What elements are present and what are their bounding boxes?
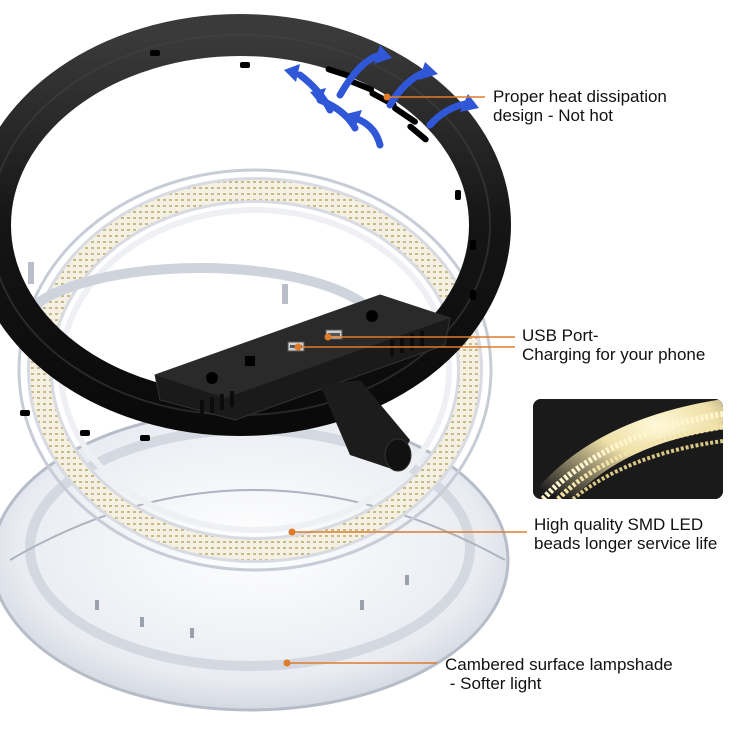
- callout-line: Cambered surface lampshade: [445, 655, 673, 674]
- callout-usb-port: USB Port- Charging for your phone: [522, 326, 705, 364]
- callout-line: design - Not hot: [493, 106, 614, 125]
- callout-line: Charging for your phone: [522, 345, 706, 364]
- callout-line: High quality SMD LED: [534, 515, 704, 534]
- leader-lines: [287, 96, 527, 664]
- callout-line: Proper heat dissipation: [493, 87, 667, 106]
- callout-line: beads longer service life: [534, 534, 718, 553]
- callout-line: - Softer light: [445, 674, 542, 693]
- callout-heat-dissipation: Proper heat dissipation design - Not hot: [493, 87, 667, 125]
- led-bead-icon: [533, 399, 723, 499]
- callout-lampshade: Cambered surface lampshade - Softer ligh…: [445, 655, 673, 693]
- leader-dots: [283, 93, 391, 667]
- led-closeup-inset: [533, 399, 723, 499]
- airflow-arrow-heads: [284, 45, 479, 126]
- callout-smd-led: High quality SMD LED beads longer servic…: [534, 515, 717, 553]
- callout-line: USB Port-: [522, 326, 599, 345]
